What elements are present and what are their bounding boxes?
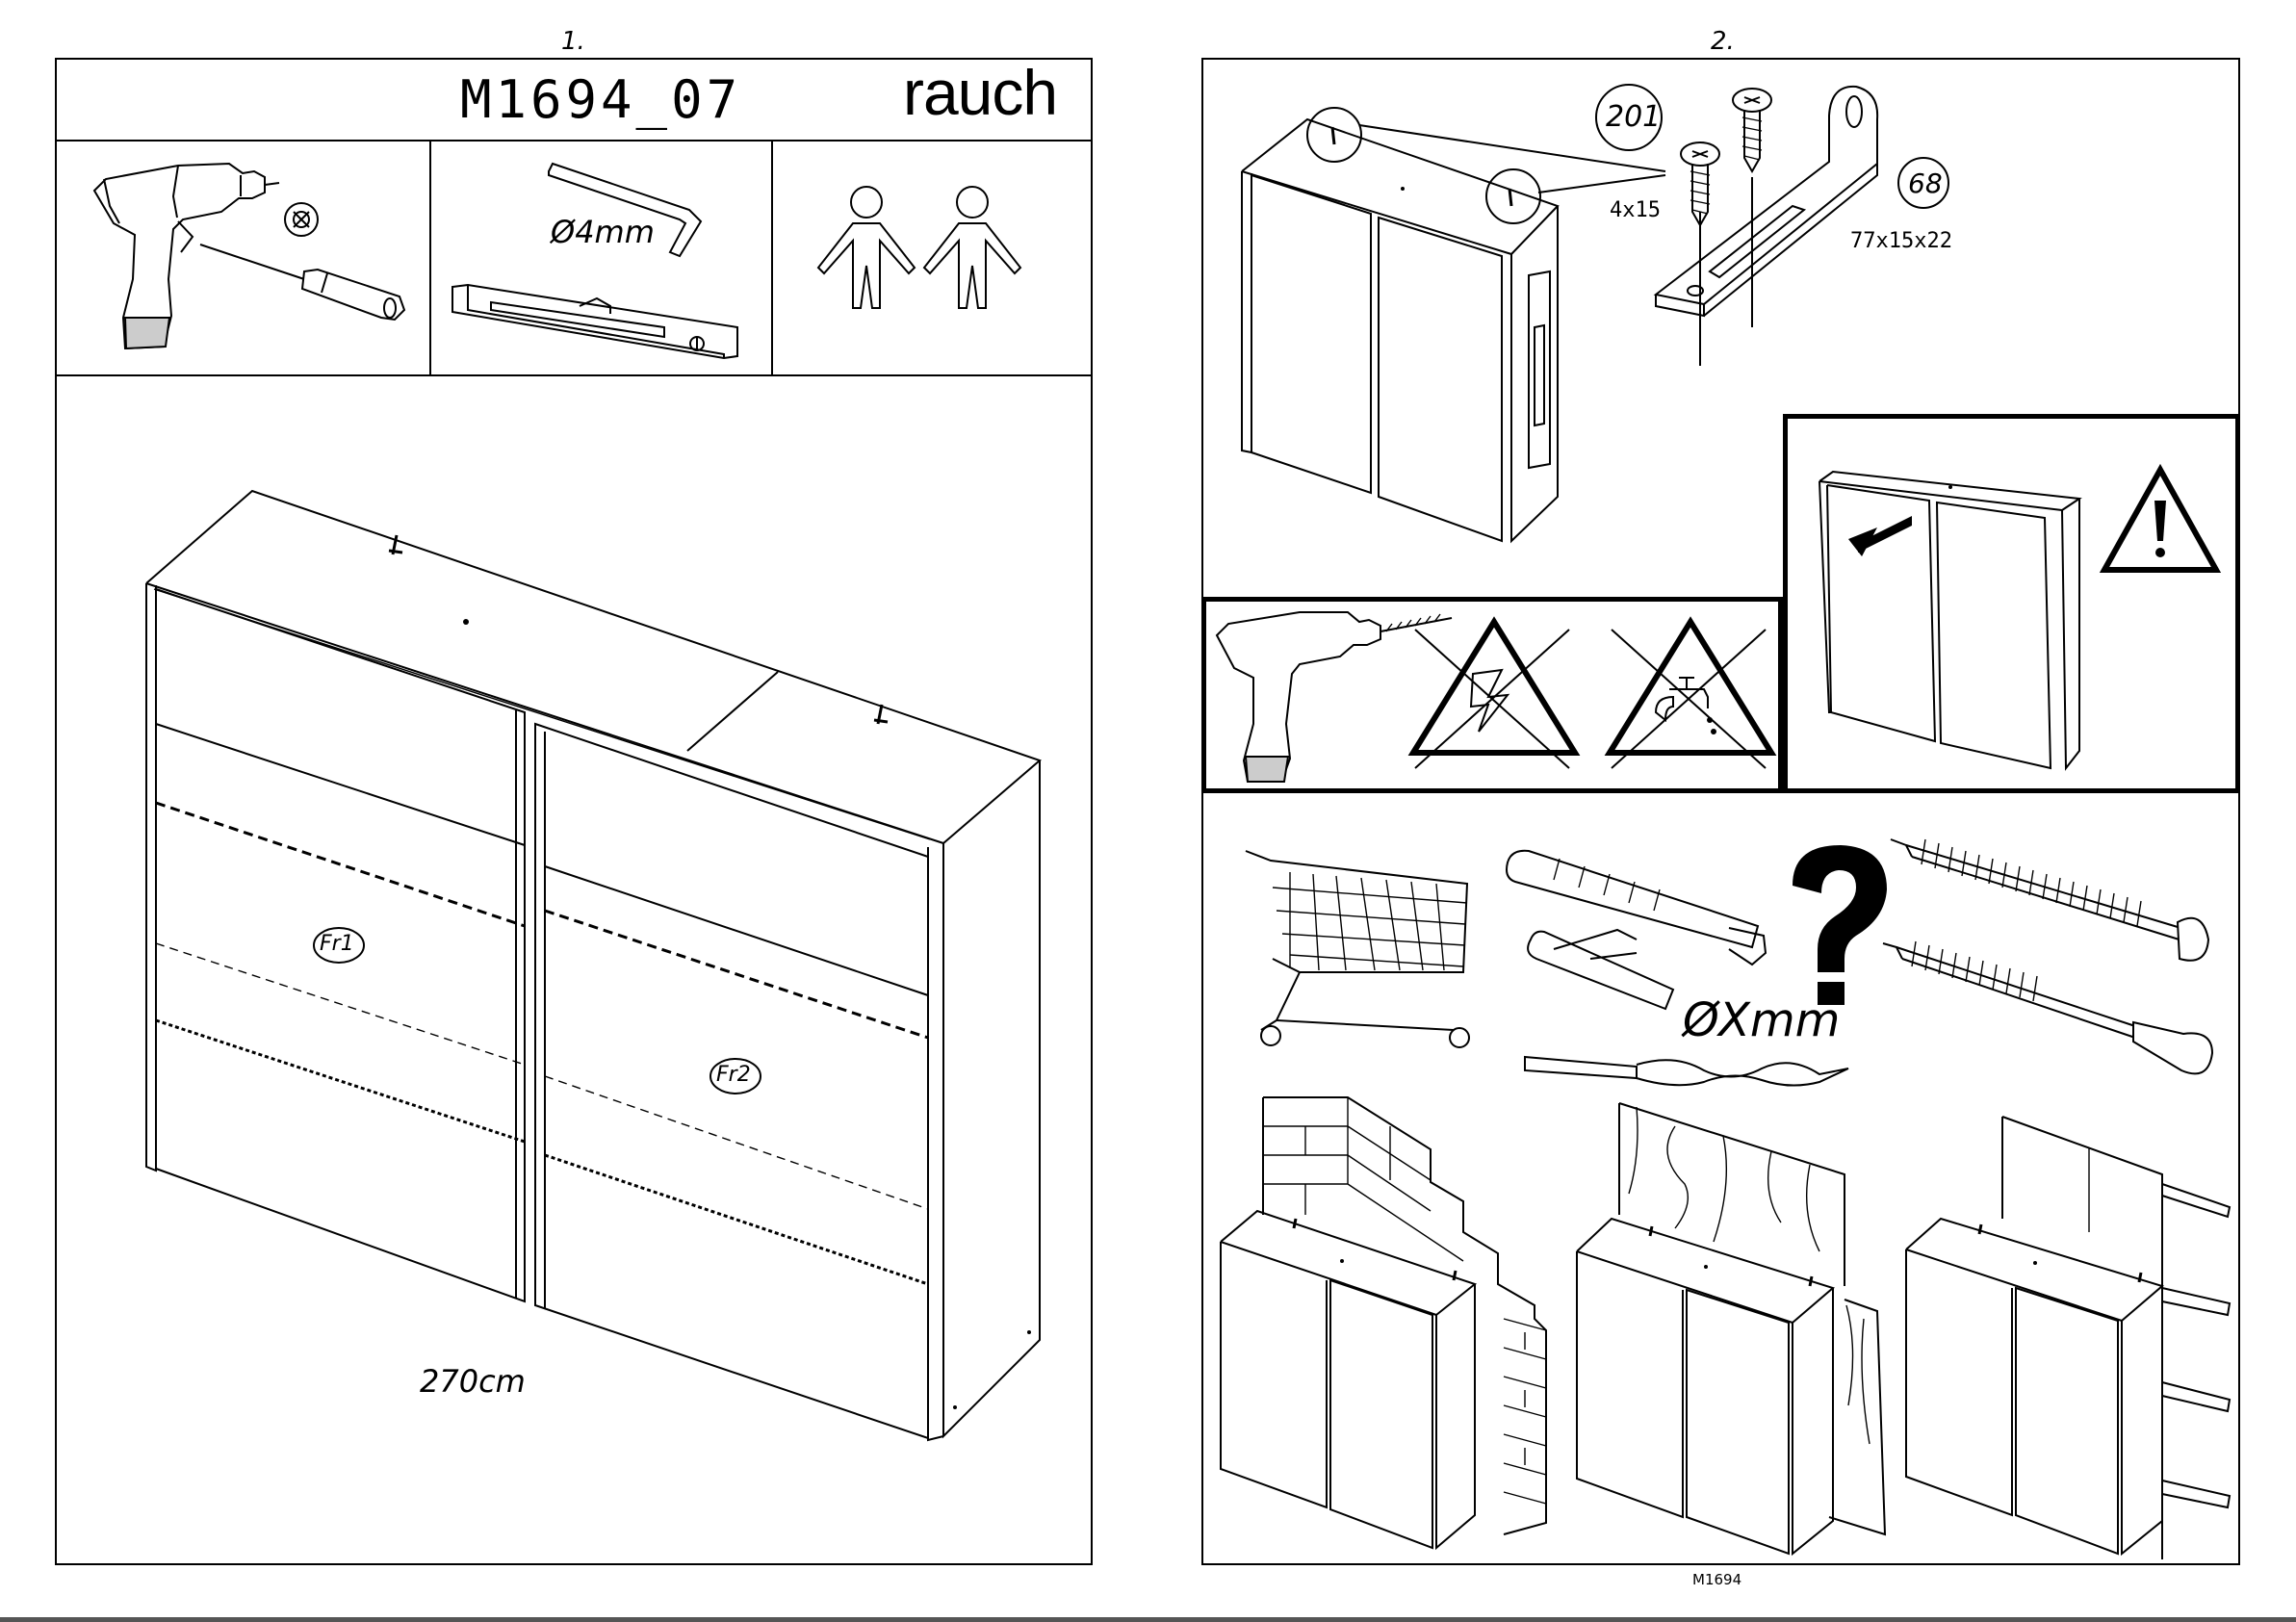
- bottom-edge: [0, 1617, 2296, 1622]
- footer-model: M1694: [1692, 1571, 1741, 1588]
